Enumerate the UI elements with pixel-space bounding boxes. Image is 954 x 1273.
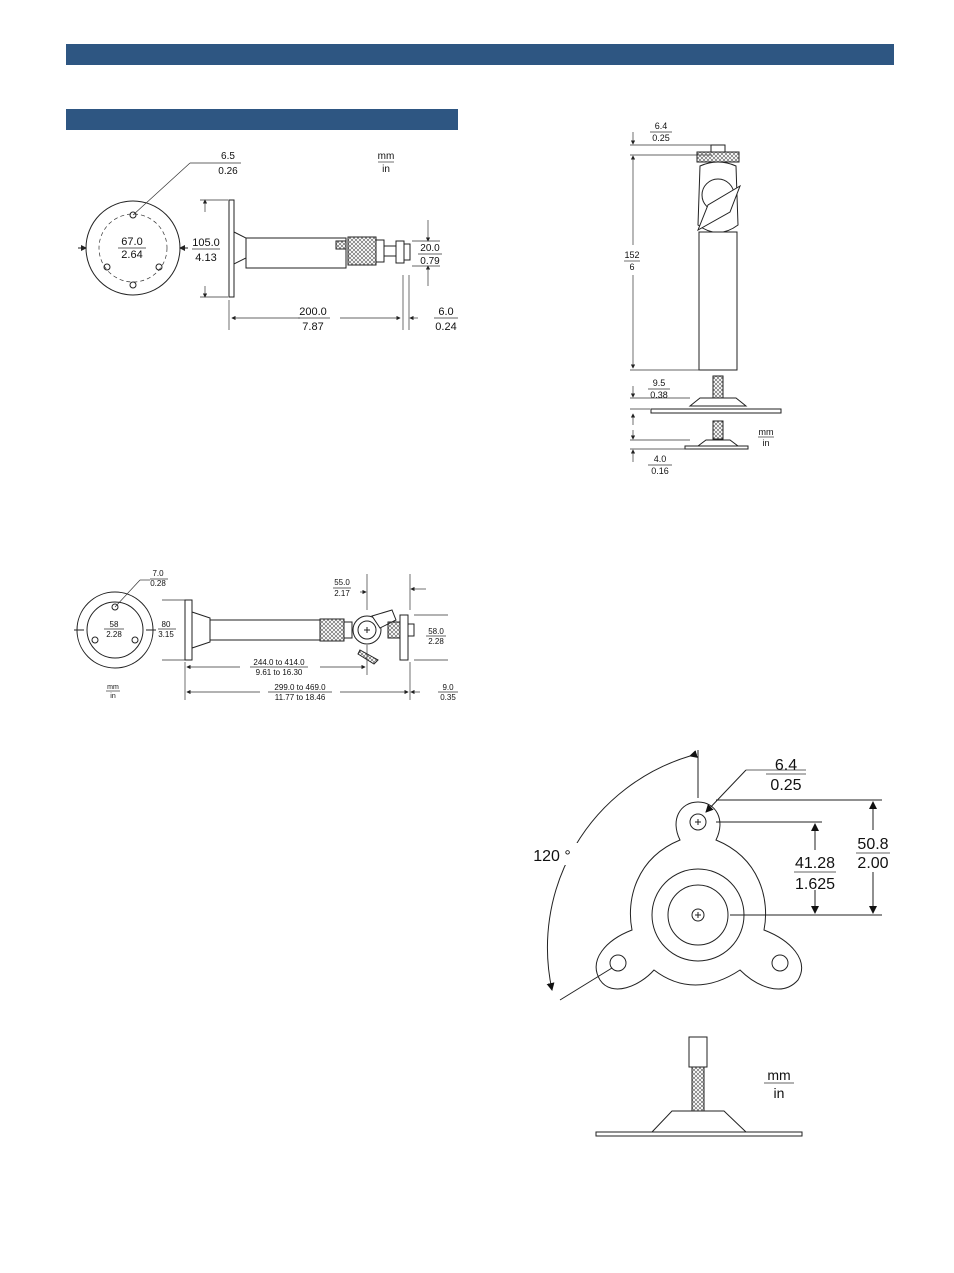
d3-height-in: 6 bbox=[629, 262, 634, 272]
d1-hole-mm: 6.5 bbox=[221, 151, 235, 162]
d4-hole-in: 0.25 bbox=[770, 777, 801, 794]
drawing-ceiling-mount: 6.4 0.25 152 6 9.5 0.38 bbox=[624, 121, 781, 476]
d1-tip-mm: 6.0 bbox=[438, 306, 453, 318]
d3-top-mm: 6.4 bbox=[655, 121, 668, 131]
d2-arm-mm: 244.0 to 414.0 bbox=[253, 658, 305, 667]
d1-length-in: 7.87 bbox=[302, 321, 323, 333]
d2-total-in: 11.77 to 18.46 bbox=[275, 693, 326, 702]
d2-head-in: 2.28 bbox=[428, 637, 444, 646]
drawing-base-plate: 120 ° 6.4 0.25 41.28 1.625 50.8 2.00 bbox=[520, 750, 890, 1000]
d2-offset-in: 2.17 bbox=[334, 589, 350, 598]
d1-height-mm: 105.0 bbox=[192, 237, 220, 249]
d2-height-in: 3.15 bbox=[158, 630, 174, 639]
d3-base-in: 0.38 bbox=[650, 390, 668, 400]
d3-base-mm: 9.5 bbox=[653, 378, 666, 388]
d2-tip-in: 0.35 bbox=[440, 693, 456, 702]
d1-length-mm: 200.0 bbox=[299, 306, 327, 318]
d3-plate-in: 0.16 bbox=[651, 466, 669, 476]
d2-height-mm: 80 bbox=[162, 620, 171, 629]
d2-hole-mm: 7.0 bbox=[152, 569, 164, 578]
d2-base-dia-in: 2.28 bbox=[106, 630, 122, 639]
d1-base-dia-in: 2.64 bbox=[121, 249, 142, 261]
d5-unit-mm: mm bbox=[767, 1067, 790, 1083]
d2-tip-mm: 9.0 bbox=[442, 683, 454, 692]
d3-height-mm: 152 bbox=[624, 250, 639, 260]
drawing-base-side: mm in bbox=[596, 1037, 802, 1136]
d3-unit-in: in bbox=[762, 438, 769, 448]
d1-unit-in: in bbox=[382, 164, 390, 175]
d1-ball-in: 0.79 bbox=[420, 256, 440, 267]
d2-arm-in: 9.61 to 16.30 bbox=[256, 668, 303, 677]
d1-height-in: 4.13 bbox=[195, 252, 216, 264]
d4-hole-mm: 6.4 bbox=[775, 757, 797, 774]
drawing-wall-mount-extendable: 7.0 0.28 58 2.28 mm in 80 3.15 55 bbox=[74, 569, 458, 702]
d1-unit-mm: mm bbox=[378, 151, 395, 162]
d4-center-mm: 41.28 bbox=[795, 855, 835, 872]
d4-total-in: 2.00 bbox=[857, 855, 888, 872]
d2-head-mm: 58.0 bbox=[428, 627, 444, 636]
d1-hole-in: 0.26 bbox=[218, 166, 238, 177]
d3-unit-mm: mm bbox=[759, 427, 774, 437]
d4-angle: 120 ° bbox=[533, 848, 571, 865]
d2-hole-in: 0.28 bbox=[150, 579, 166, 588]
d1-tip-in: 0.24 bbox=[435, 321, 456, 333]
d2-offset-mm: 55.0 bbox=[334, 578, 350, 587]
d3-top-in: 0.25 bbox=[652, 133, 670, 143]
d1-base-dia-mm: 67.0 bbox=[121, 236, 142, 248]
d3-plate-mm: 4.0 bbox=[654, 454, 667, 464]
d1-ball-mm: 20.0 bbox=[420, 243, 440, 254]
d4-total-mm: 50.8 bbox=[857, 836, 888, 853]
d2-total-mm: 299.0 to 469.0 bbox=[274, 683, 326, 692]
d2-base-dia-mm: 58 bbox=[110, 620, 119, 629]
drawing-wall-mount-short: 6.5 0.26 67.0 2.64 mm in 105.0 4.13 20.0 bbox=[78, 151, 458, 333]
d2-unit-in: in bbox=[110, 693, 116, 700]
d5-unit-in: in bbox=[774, 1085, 785, 1101]
d2-unit-mm: mm bbox=[107, 684, 119, 691]
d4-center-in: 1.625 bbox=[795, 876, 835, 893]
